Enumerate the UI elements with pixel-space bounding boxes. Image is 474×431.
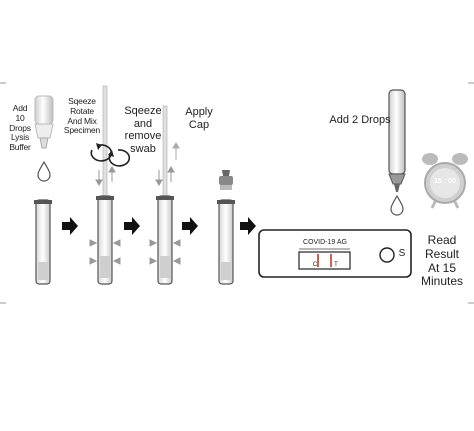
step-label-add-2-drops: Add 2 Drops <box>329 114 391 126</box>
step-label-apply-cap: Apply Cap <box>185 106 213 131</box>
arrow-right-icon <box>182 217 198 235</box>
step-label-squeeze-remove-swab: Sqeeze and remove swab <box>124 105 162 155</box>
alarm-clock-icon <box>422 153 468 209</box>
step-label-add-lysis-buffer: Add 10 Drops Lysis Buffer <box>9 103 31 153</box>
swab-tube-mix-icon <box>89 85 131 285</box>
lysis-buffer-bottle-icon <box>34 95 54 149</box>
extraction-tube-icon <box>34 199 52 285</box>
arrow-right-icon <box>240 217 256 235</box>
step-label-read-result: Read Result At 15 Minutes <box>420 233 464 289</box>
capped-tube-dropper-icon <box>388 89 406 192</box>
swab-removal-icon <box>149 105 181 285</box>
crop-marks <box>0 82 474 304</box>
extraction-tube-icon <box>217 199 235 285</box>
test-cassette <box>258 229 412 278</box>
step-label-squeeze-rotate-mix: Sqeeze Rotate And Mix Specimen <box>63 96 101 136</box>
arrow-right-icon <box>124 217 140 235</box>
arrow-right-icon <box>62 217 78 235</box>
cassette-line-c: C <box>312 262 318 268</box>
cassette-line-t: T <box>334 262 338 268</box>
dropper-cap-icon <box>219 170 233 190</box>
drop-icon <box>37 160 51 182</box>
clock-time: 15 : 00 <box>434 178 456 185</box>
cassette-brand-label: COVID-19 AG <box>303 239 347 246</box>
drop-icon <box>390 194 404 216</box>
cassette-sample-port-label: S <box>398 248 406 259</box>
